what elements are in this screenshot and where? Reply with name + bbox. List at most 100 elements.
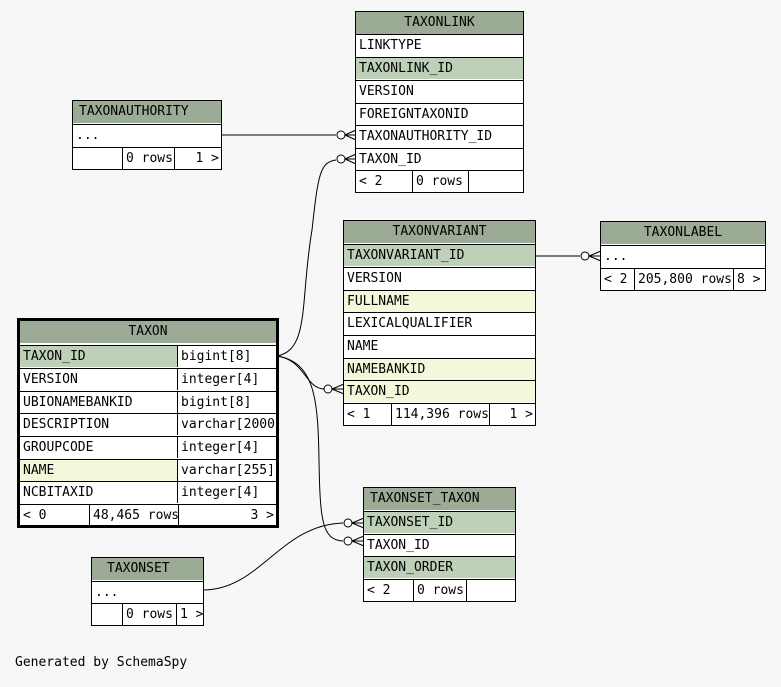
generated-by-label: Generated by SchemaSpy — [15, 655, 188, 670]
children-count[interactable]: 1 > — [174, 148, 221, 169]
column-row[interactable]: TAXONLINK_ID — [356, 57, 523, 79]
column-type: varchar[255] — [177, 460, 276, 481]
column-row[interactable]: NAME varchar[255] — [20, 459, 276, 481]
table-footer: 0 rows 1 > — [92, 603, 203, 625]
children-count[interactable]: 3 > — [178, 505, 276, 526]
column-row[interactable]: VERSION — [344, 267, 535, 289]
column-name: TAXONVARIANT_ID — [347, 248, 465, 263]
column-name: VERSION — [23, 372, 78, 387]
table-footer: 0 rows 1 > — [73, 147, 221, 169]
column-name: ... — [604, 249, 628, 264]
link-taxonset-taxonsettaxon — [202, 522, 344, 591]
column-name: LEXICALQUALIFIER — [347, 316, 473, 331]
table-taxonlabel[interactable]: TAXONLABEL ... < 2 205,800 rows 8 > — [600, 221, 766, 291]
column-type: integer[4] — [177, 369, 276, 390]
column-name: TAXONAUTHORITY_ID — [359, 129, 493, 144]
children-count[interactable]: 1 > — [176, 604, 203, 625]
column-row[interactable]: FOREIGNTAXONID — [356, 103, 523, 125]
table-taxonlink[interactable]: TAXONLINK LINKTYPE TAXONLINK_ID VERSION … — [355, 11, 524, 193]
table-taxon[interactable]: TAXON TAXON_ID bigint[8] VERSION integer… — [17, 318, 279, 528]
children-count[interactable] — [466, 580, 515, 601]
table-taxonset[interactable]: TAXONSET ... 0 rows 1 > — [91, 557, 204, 626]
column-name: NAMEBANKID — [347, 362, 426, 377]
row-count: 0 rows — [122, 604, 176, 625]
column-row[interactable]: UBIONAMEBANKID bigint[8] — [20, 391, 276, 413]
table-title: TAXONAUTHORITY — [73, 101, 221, 123]
column-row[interactable]: VERSION — [356, 80, 523, 102]
table-title: TAXON — [20, 321, 276, 343]
column-type: integer[4] — [177, 482, 276, 503]
row-count: 0 rows — [122, 148, 174, 169]
column-row[interactable]: NAMEBANKID — [344, 358, 535, 380]
column-row[interactable]: TAXONSET_ID — [364, 511, 515, 533]
table-footer: < 2 0 rows — [364, 579, 515, 601]
table-title: TAXONVARIANT — [344, 221, 535, 243]
column-name: DESCRIPTION — [23, 417, 110, 432]
table-footer: < 1 114,396 rows 1 > — [344, 403, 535, 425]
column-name: FULLNAME — [347, 294, 410, 309]
table-footer: < 2 205,800 rows 8 > — [601, 268, 765, 290]
table-title: TAXONSET_TAXON — [364, 488, 515, 510]
column-type: bigint[8] — [177, 392, 276, 413]
parents-count[interactable] — [92, 604, 122, 625]
column-row[interactable]: TAXONAUTHORITY_ID — [356, 125, 523, 147]
parents-count[interactable]: < 0 — [23, 508, 47, 523]
link-taxon-taxonlink — [276, 159, 337, 357]
column-row[interactable]: TAXON_ORDER — [364, 556, 515, 578]
column-row[interactable]: TAXON_ID — [344, 380, 535, 402]
column-type: varchar[2000] — [177, 414, 276, 435]
table-title: TAXONSET — [92, 558, 203, 580]
column-type: integer[4] — [177, 437, 276, 458]
column-name: TAXONLINK_ID — [359, 61, 453, 76]
parents-count[interactable]: < 2 — [367, 583, 391, 598]
column-row[interactable]: NCBITAXID integer[4] — [20, 481, 276, 503]
row-count: 0 rows — [413, 580, 466, 601]
parents-count[interactable]: < 1 — [347, 407, 371, 422]
column-name: NAME — [20, 460, 177, 481]
column-row[interactable]: ... — [92, 581, 203, 603]
column-name: LINKTYPE — [359, 38, 422, 53]
row-count: 48,465 rows — [89, 505, 178, 526]
children-count[interactable]: 8 > — [733, 269, 765, 290]
column-row[interactable]: LEXICALQUALIFIER — [344, 312, 535, 334]
column-name: ... — [95, 585, 119, 600]
column-row[interactable]: TAXONVARIANT_ID — [344, 244, 535, 266]
column-name: VERSION — [359, 84, 414, 99]
link-taxon-taxonsettaxon — [276, 355, 344, 542]
column-row[interactable]: TAXON_ID — [364, 534, 515, 556]
parents-count[interactable]: < 2 — [359, 174, 383, 189]
table-title: TAXONLINK — [356, 12, 523, 34]
column-row[interactable]: ... — [73, 124, 221, 146]
parents-count[interactable]: < 2 — [604, 272, 628, 287]
column-name: TAXON_ID — [347, 384, 410, 399]
column-name: TAXON_ID — [367, 538, 430, 553]
row-count: 205,800 rows — [634, 269, 733, 290]
table-taxonset-taxon[interactable]: TAXONSET_TAXON TAXONSET_ID TAXON_ID TAXO… — [363, 487, 516, 602]
column-row[interactable]: GROUPCODE integer[4] — [20, 436, 276, 458]
column-row[interactable]: LINKTYPE — [356, 34, 523, 56]
column-row[interactable]: VERSION integer[4] — [20, 368, 276, 390]
parents-count[interactable] — [73, 148, 122, 169]
table-taxonvariant[interactable]: TAXONVARIANT TAXONVARIANT_ID VERSION FUL… — [343, 220, 536, 426]
column-type: bigint[8] — [177, 346, 276, 367]
column-row[interactable]: TAXON_ID — [356, 148, 523, 170]
link-taxon-taxonvariant — [276, 355, 325, 390]
children-count[interactable]: 1 > — [489, 404, 535, 425]
column-name: NAME — [347, 339, 379, 354]
column-row[interactable]: DESCRIPTION varchar[2000] — [20, 413, 276, 435]
column-name: VERSION — [347, 271, 402, 286]
column-name: UBIONAMEBANKID — [23, 395, 133, 410]
column-name: NCBITAXID — [23, 485, 94, 500]
children-count[interactable] — [468, 171, 523, 192]
column-name: FOREIGNTAXONID — [359, 107, 469, 122]
column-name: TAXON_ORDER — [367, 560, 454, 575]
column-row[interactable]: TAXON_ID bigint[8] — [20, 345, 276, 367]
column-row[interactable]: FULLNAME — [344, 290, 535, 312]
row-count: 114,396 rows — [391, 404, 489, 425]
column-row[interactable]: ... — [601, 245, 765, 267]
table-title: TAXONLABEL — [601, 222, 765, 244]
table-footer: < 0 48,465 rows 3 > — [20, 504, 276, 526]
table-taxonauthority[interactable]: TAXONAUTHORITY ... 0 rows 1 > — [72, 100, 222, 170]
column-row[interactable]: NAME — [344, 335, 535, 357]
